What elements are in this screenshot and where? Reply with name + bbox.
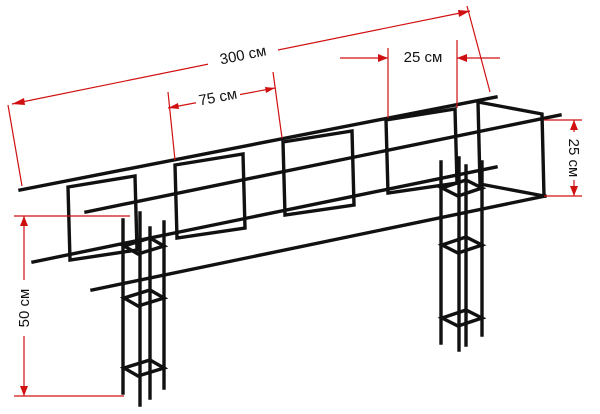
left-post-stirrup-2	[119, 288, 169, 308]
arrow-head	[457, 54, 467, 62]
beam-bar-bottom-back	[30, 164, 499, 265]
right-post	[437, 156, 487, 352]
post-stirrup-width-label: 25 см	[404, 49, 443, 66]
label-backdrop	[208, 42, 278, 66]
arrow-head	[265, 87, 275, 93]
post-height-label: 50 см	[16, 289, 33, 328]
dimension-post-stirrup-width	[340, 40, 500, 118]
arrow-head	[12, 98, 25, 105]
beam-stirrup-5	[476, 99, 546, 199]
beam-bar-bottom-front	[89, 193, 548, 293]
beam-bar-top-back	[18, 95, 498, 192]
dimension-beam-height	[544, 119, 584, 197]
arrow-head	[378, 54, 388, 62]
label-backdrop	[13, 280, 35, 336]
dimension-stirrup-spacing	[167, 71, 283, 161]
stirrup-spacing-label: 75 см	[197, 86, 238, 110]
beam-stirrup-3	[281, 129, 356, 217]
right-post-stirrup-2	[437, 235, 487, 255]
arrow-head	[20, 216, 28, 226]
left-post-stirrup-3	[119, 358, 169, 378]
arrow-head	[570, 186, 578, 196]
dimension-post-height	[13, 215, 130, 397]
extension-line	[7, 104, 23, 187]
arrow-head	[20, 386, 28, 396]
right-post-stirrup-3	[437, 308, 487, 328]
beam-height-label: 25 см	[565, 139, 582, 178]
right-post-stirrup-1	[437, 178, 487, 198]
left-post-stirrup-1	[119, 236, 169, 256]
beam-stirrup-4	[384, 107, 459, 195]
extension-line	[466, 5, 491, 93]
beam-stirrup-2	[173, 152, 247, 240]
beam-bar-top-front	[83, 112, 563, 215]
extension-line	[167, 91, 176, 161]
left-post	[119, 211, 169, 407]
arrow-head	[570, 120, 578, 130]
arrow-head	[168, 103, 179, 109]
beam-cage	[18, 95, 563, 293]
label-backdrop	[196, 88, 240, 106]
dimension-total-length	[7, 5, 491, 187]
extension-line	[272, 71, 283, 139]
label-backdrop	[564, 132, 584, 180]
arrow-head	[458, 10, 470, 17]
beam-stirrup-1	[66, 174, 139, 262]
